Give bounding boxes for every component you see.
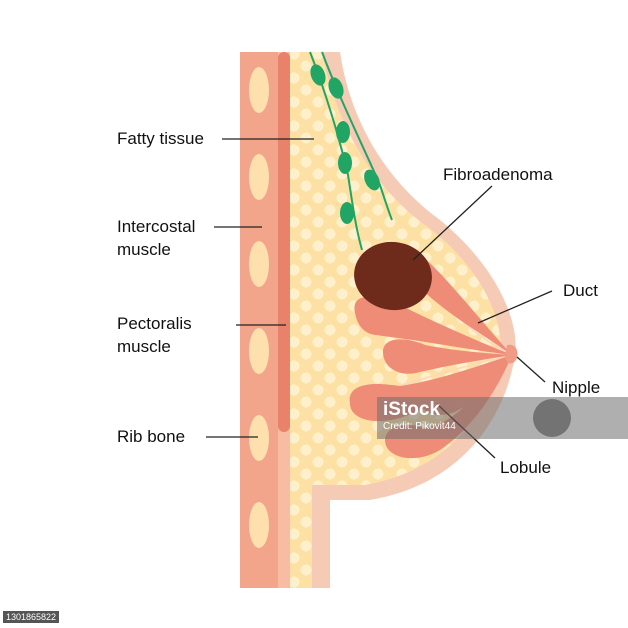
rib-bone bbox=[249, 328, 269, 374]
pectoralis-label-line1: Pectoralis bbox=[117, 314, 192, 333]
pectoralis-muscle bbox=[278, 52, 290, 432]
rib-bone-label: Rib bone bbox=[117, 427, 186, 446]
rib-bone bbox=[249, 241, 269, 287]
lymph-node bbox=[310, 64, 326, 86]
nipple-leader bbox=[516, 356, 546, 383]
watermark-circle-icon bbox=[533, 399, 571, 437]
pectoralis-label-line2: muscle bbox=[117, 337, 171, 356]
intercostal-muscle bbox=[240, 52, 278, 588]
intercostal-label-line1: Intercostal bbox=[117, 217, 196, 236]
lymph-node bbox=[338, 152, 352, 174]
rib-bone bbox=[249, 502, 269, 548]
lymph-node bbox=[336, 121, 350, 143]
stock-id-badge: 1301865822 bbox=[3, 611, 60, 623]
watermark-credit: Credit: Pikovit44 bbox=[383, 421, 456, 432]
rib-bone bbox=[249, 415, 269, 461]
lobule-label: Lobule bbox=[500, 458, 552, 477]
nipple-label: Nipple bbox=[552, 378, 601, 397]
rib-bones bbox=[249, 67, 269, 548]
fibroadenoma-leader bbox=[412, 185, 493, 261]
fatty-tissue-label: Fatty tissue bbox=[117, 129, 204, 148]
lymph-nodes bbox=[310, 64, 380, 224]
fibroadenoma-label: Fibroadenoma bbox=[443, 165, 553, 184]
rib-bone bbox=[249, 154, 269, 200]
watermark-brand: iStock bbox=[383, 399, 441, 420]
lymph-node bbox=[364, 169, 380, 191]
fibroadenoma-mass bbox=[354, 241, 432, 311]
istock-watermark: iStock Credit: Pikovit44 bbox=[377, 397, 628, 439]
lymph-node bbox=[340, 202, 354, 224]
lobule bbox=[383, 339, 512, 374]
lobule bbox=[354, 296, 512, 355]
duct-label: Duct bbox=[563, 281, 598, 300]
intercostal-label-line2: muscle bbox=[117, 240, 171, 259]
rib-bone bbox=[249, 67, 269, 113]
lymph-node bbox=[328, 77, 344, 99]
duct-leader bbox=[477, 290, 553, 324]
nipple-shape bbox=[505, 344, 518, 364]
